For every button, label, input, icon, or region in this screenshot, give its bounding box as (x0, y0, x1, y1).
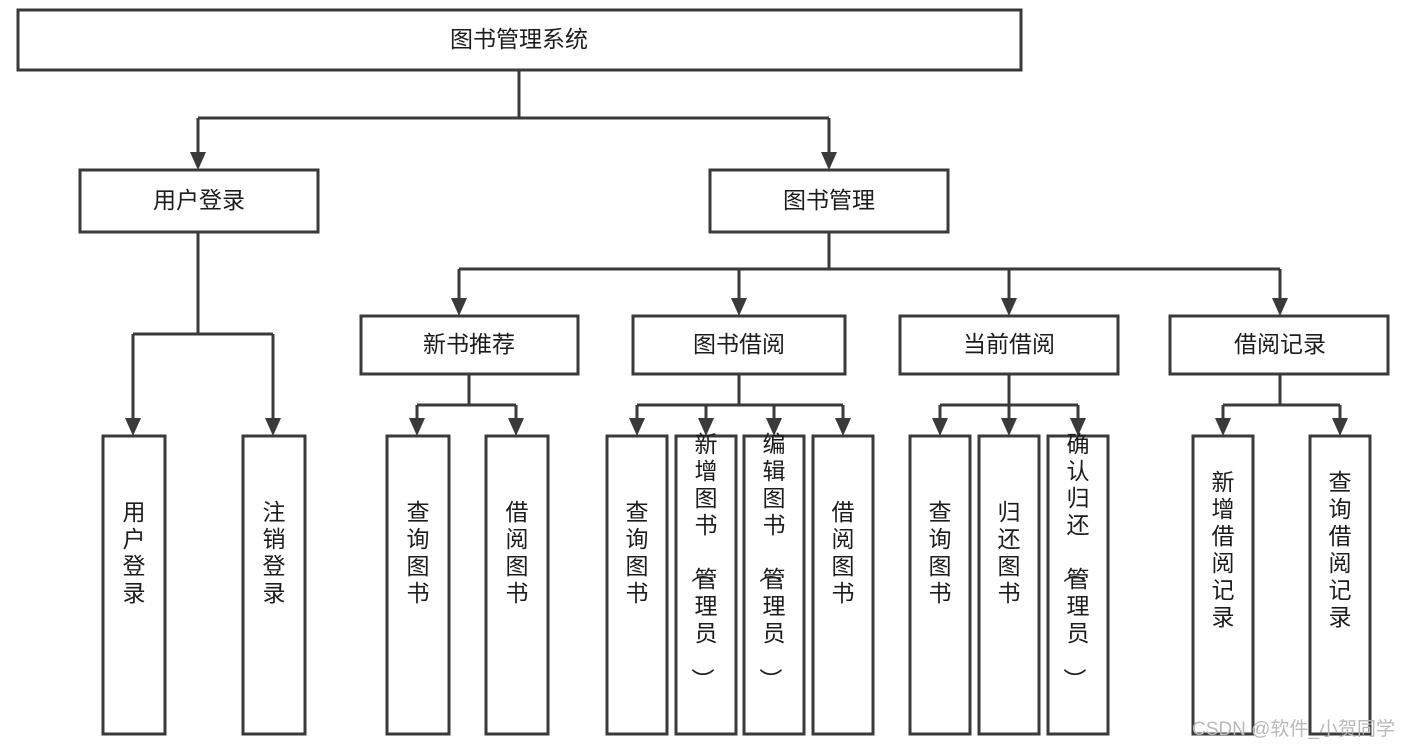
leaf-book-borrow-borrow-box[interactable] (811, 434, 875, 736)
connector-group-book-manage (451, 232, 1288, 316)
leaf-borrow-record-add[interactable]: 新增借阅记录 (1191, 434, 1255, 736)
leaf-current-borrow-confirm-box[interactable] (1046, 434, 1110, 736)
node-current-borrow-label: 当前借阅 (963, 331, 1055, 357)
leaf-current-borrow-return-box[interactable] (977, 434, 1041, 736)
arrow-to-current-borrow (1001, 298, 1017, 316)
arrow-leaf-cb-1 (932, 418, 948, 436)
leaf-book-borrow-borrow[interactable]: 借阅图书 (811, 434, 875, 736)
leaf-new-book-query-label: 查询图书 (407, 499, 430, 606)
node-book-borrow-box[interactable] (631, 314, 847, 376)
node-current-borrow-box[interactable] (898, 314, 1120, 376)
node-root-box[interactable] (16, 8, 1023, 72)
leaf-new-book-borrow-box[interactable] (484, 434, 550, 736)
node-user-login[interactable]: 用户登录 (78, 168, 320, 234)
connector-group-user-login (125, 232, 281, 436)
node-borrow-record[interactable]: 借阅记录 (1168, 314, 1390, 376)
arrow-leaf-bb-3 (766, 418, 782, 436)
leaf-book-borrow-query[interactable]: 查询图书 (605, 434, 669, 736)
node-current-borrow[interactable]: 当前借阅 (898, 314, 1120, 376)
node-book-management[interactable]: 图书管理 (708, 168, 950, 234)
arrow-leaf-bb-1 (629, 418, 645, 436)
leaf-book-borrow-add-box[interactable] (674, 434, 738, 736)
leaf-borrow-record-add-label: 新增借阅记录 (1212, 469, 1235, 630)
arrow-leaf-br-1 (1215, 418, 1231, 436)
leaf-user-login-logout[interactable]: 注销登录 (241, 434, 307, 736)
node-new-book-recommend[interactable]: 新书推荐 (359, 314, 580, 376)
leaf-book-borrow-borrow-label: 借阅图书 (832, 499, 855, 606)
connector-group-book-borrow (629, 374, 851, 436)
arrow-leaf-nb-1 (409, 418, 425, 436)
leaf-new-book-query-box[interactable] (385, 434, 451, 736)
leaf-new-book-query[interactable]: 查询图书 (385, 434, 451, 736)
arrow-to-book-borrow (731, 298, 747, 316)
leaf-current-borrow-query-box[interactable] (908, 434, 972, 736)
leaf-current-borrow-query[interactable]: 查询图书 (908, 434, 972, 736)
leaf-current-borrow-query-label: 查询图书 (929, 499, 952, 606)
leaf-book-borrow-query-box[interactable] (605, 434, 669, 736)
leaf-borrow-record-query[interactable]: 查询借阅记录 (1308, 434, 1372, 736)
connector-group-borrow-record (1215, 374, 1348, 436)
arrow-to-user-login (190, 152, 206, 170)
arrow-to-new-book (451, 298, 467, 316)
node-book-borrow[interactable]: 图书借阅 (631, 314, 847, 376)
leaf-book-borrow-add[interactable]: 新增图书（管理员） (674, 431, 738, 736)
leaf-book-borrow-edit-label: 编辑图书（管理员） (758, 431, 786, 691)
leaf-user-login-login-box[interactable] (101, 434, 167, 736)
csdn-watermark: CSDN @软件_小贺同学 (1192, 718, 1395, 740)
leaf-book-borrow-add-label: 新增图书（管理员） (690, 431, 718, 691)
leaf-user-login-logout-box[interactable] (241, 434, 307, 736)
arrow-leaf-user-login-1 (125, 418, 141, 436)
leaf-new-book-borrow[interactable]: 借阅图书 (484, 434, 550, 736)
leaf-borrow-record-query-box[interactable] (1308, 434, 1372, 736)
node-new-book-recommend-label: 新书推荐 (423, 331, 515, 357)
connector-group-root (190, 70, 837, 170)
node-book-borrow-label: 图书借阅 (693, 331, 785, 357)
leaf-current-borrow-confirm-label: 确认归还（管理员） (1062, 431, 1090, 691)
leaf-borrow-record-add-box[interactable] (1191, 434, 1255, 736)
node-root-book-management-system[interactable]: 图书管理系统 (16, 8, 1023, 72)
leaf-book-borrow-edit[interactable]: 编辑图书（管理员） (742, 431, 806, 736)
node-book-management-box[interactable] (708, 168, 950, 234)
arrow-leaf-cb-2 (1001, 418, 1017, 436)
leaf-user-login-logout-label: 注销登录 (263, 499, 286, 606)
leaf-current-borrow-return-label: 归还图书 (998, 499, 1021, 606)
leaf-user-login-login-label: 用户登录 (123, 499, 146, 606)
leaf-book-borrow-edit-box[interactable] (742, 434, 806, 736)
arrow-leaf-cb-3 (1070, 418, 1086, 436)
arrow-to-borrow-record (1272, 298, 1288, 316)
leaf-book-borrow-query-label: 查询图书 (626, 499, 649, 606)
node-user-login-label: 用户登录 (153, 187, 245, 213)
node-borrow-record-label: 借阅记录 (1234, 331, 1326, 357)
leaf-new-book-borrow-label: 借阅图书 (506, 499, 529, 606)
arrow-leaf-user-login-2 (265, 418, 281, 436)
arrow-leaf-nb-2 (508, 418, 524, 436)
arrow-leaf-bb-4 (835, 418, 851, 436)
arrow-to-book-manage (821, 152, 837, 170)
leaf-current-borrow-confirm[interactable]: 确认归还（管理员） (1046, 431, 1110, 736)
arrow-leaf-br-2 (1332, 418, 1348, 436)
connector-group-current-borrow (932, 374, 1086, 436)
node-user-login-box[interactable] (78, 168, 320, 234)
leaf-user-login-login[interactable]: 用户登录 (101, 434, 167, 736)
node-new-book-recommend-box[interactable] (359, 314, 580, 376)
node-book-management-label: 图书管理 (783, 187, 875, 213)
node-root-label: 图书管理系统 (450, 26, 588, 52)
leaf-borrow-record-query-label: 查询借阅记录 (1329, 469, 1352, 630)
leaf-current-borrow-return[interactable]: 归还图书 (977, 434, 1041, 736)
arrow-leaf-bb-2 (698, 418, 714, 436)
node-borrow-record-box[interactable] (1168, 314, 1390, 376)
connector-group-new-book (409, 374, 524, 436)
